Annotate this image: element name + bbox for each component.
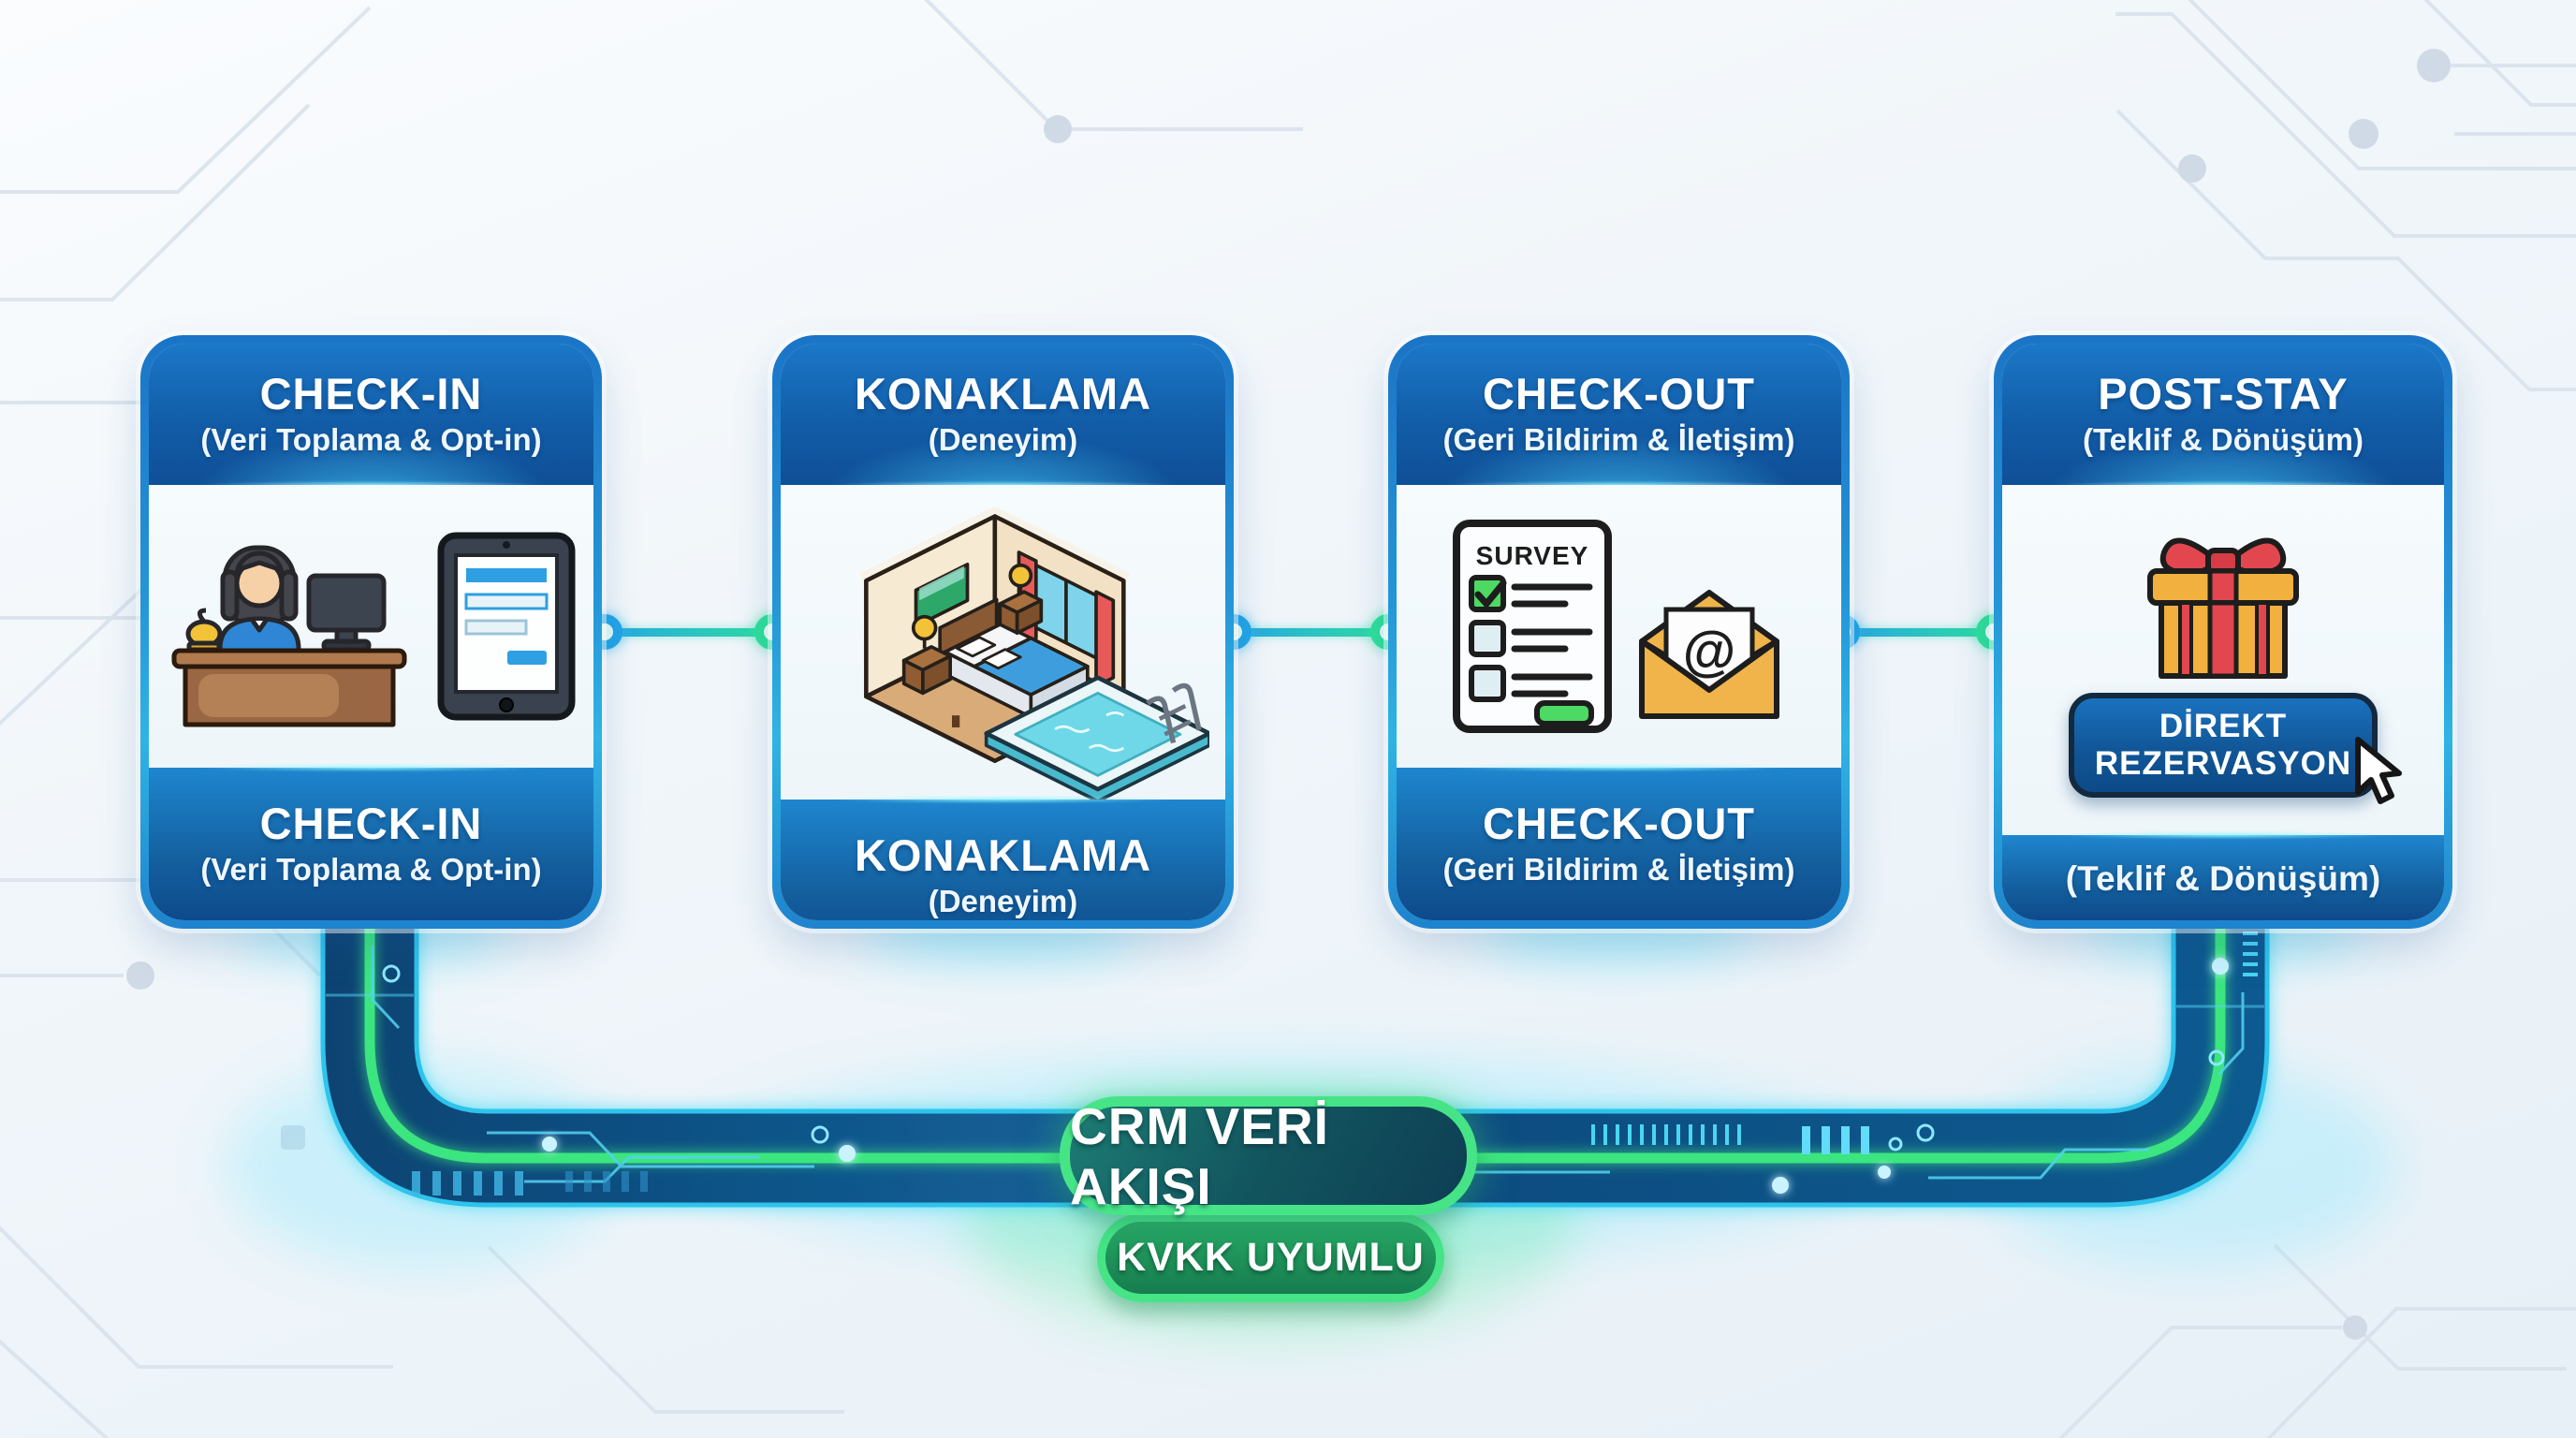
card-check-out-header: CHECK-OUT (Geri Bildirim & İletişim) <box>1397 344 1841 485</box>
direct-reservation-label-line1: DİREKT <box>2159 708 2288 745</box>
hotel-room-pool-icon <box>858 506 1209 800</box>
footer-title: CHECK-IN <box>259 799 483 849</box>
email-envelope-icon: @ <box>1638 590 1779 719</box>
crm-data-flow-badge: CRM VERİ AKIŞI <box>1060 1096 1477 1215</box>
card-post-stay-footer: (Teklif & Dönüşüm) <box>2002 835 2444 920</box>
card-post-stay-body: DİREKT REZERVASYON <box>2002 485 2444 835</box>
direct-reservation-button[interactable]: DİREKT REZERVASYON <box>2069 693 2378 798</box>
card-post-stay: POST-STAY (Teklif & Dönüşüm) <box>1994 335 2452 929</box>
card-subtitle: (Veri Toplama & Opt-in) <box>200 421 542 457</box>
connector-line-3 <box>1844 628 1994 637</box>
footer-title: KONAKLAMA <box>854 830 1152 881</box>
connector-line-1 <box>605 628 773 637</box>
card-title: CHECK-OUT <box>1483 369 1755 419</box>
card-post-stay-header: POST-STAY (Teklif & Dönüşüm) <box>2002 344 2444 485</box>
footer-subtitle: (Veri Toplama & Opt-in) <box>200 851 542 887</box>
card-check-out-footer: CHECK-OUT (Geri Bildirim & İletişim) <box>1397 768 1841 920</box>
reception-desk-icon <box>171 545 406 727</box>
card-title: POST-STAY <box>2098 369 2349 419</box>
card-check-in: CHECK-IN (Veri Toplama & Opt-in) <box>140 335 602 929</box>
kvkk-compliance-label: KVKK UYUMLU <box>1117 1235 1425 1280</box>
connector-line-2 <box>1236 628 1389 637</box>
card-konaklama: KONAKLAMA (Deneyim) <box>772 335 1234 929</box>
card-subtitle: (Deneyim) <box>928 421 1078 457</box>
card-konaklama-footer: KONAKLAMA (Deneyim) <box>781 800 1225 920</box>
at-symbol: @ <box>1682 621 1735 682</box>
footer-subtitle: (Teklif & Dönüşüm) <box>2065 859 2381 899</box>
footer-subtitle: (Geri Bildirim & İletişim) <box>1442 851 1795 887</box>
footer-subtitle: (Deneyim) <box>928 883 1078 918</box>
card-konaklama-body <box>781 485 1225 800</box>
card-check-in-body <box>149 485 593 768</box>
cursor-icon <box>2355 737 2402 804</box>
card-title: CHECK-IN <box>259 369 483 419</box>
pipe-shape <box>320 917 2270 1208</box>
card-check-in-footer: CHECK-IN (Veri Toplama & Opt-in) <box>149 768 593 920</box>
card-subtitle: (Geri Bildirim & İletişim) <box>1442 421 1795 457</box>
card-title: KONAKLAMA <box>854 369 1152 419</box>
kvkk-compliance-badge: KVKK UYUMLU <box>1097 1213 1444 1302</box>
card-check-in-header: CHECK-IN (Veri Toplama & Opt-in) <box>149 344 593 485</box>
survey-checklist-icon: SURVEY <box>1452 520 1612 733</box>
card-check-out: CHECK-OUT (Geri Bildirim & İletişim) SUR… <box>1388 335 1850 929</box>
tablet-form-icon <box>437 532 575 721</box>
gift-box-icon <box>2147 537 2299 679</box>
card-subtitle: (Teklif & Dönüşüm) <box>2082 421 2364 457</box>
crm-data-flow-label: CRM VERİ AKIŞI <box>1070 1096 1329 1215</box>
survey-label: SURVEY <box>1475 541 1588 570</box>
card-konaklama-header: KONAKLAMA (Deneyim) <box>781 344 1225 485</box>
card-check-out-body: SURVEY <box>1397 485 1841 768</box>
footer-title: CHECK-OUT <box>1483 799 1755 849</box>
direct-reservation-label-line2: REZERVASYON <box>2094 745 2352 782</box>
